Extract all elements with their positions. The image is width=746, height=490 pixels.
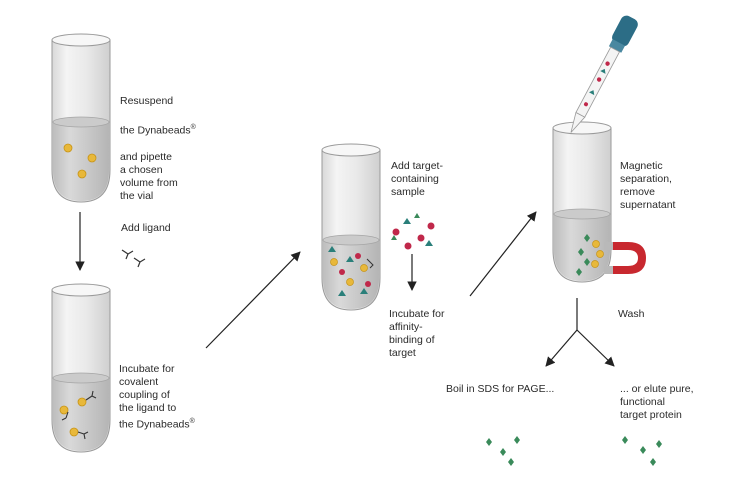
label-incubate-covalent-text: Incubate for covalent coupling of the li… bbox=[119, 363, 190, 431]
horseshoe-magnet-icon bbox=[604, 242, 646, 274]
ligand-icon bbox=[121, 249, 146, 268]
label-incubate-affinity: Incubate for affinity- binding of target bbox=[389, 308, 445, 359]
target-molecule-icon bbox=[391, 213, 435, 250]
label-add-target: Add target- containing sample bbox=[391, 160, 443, 198]
tube-magnetic-separation bbox=[552, 121, 612, 283]
label-wash: Wash bbox=[618, 308, 645, 320]
captured-target-icon bbox=[576, 234, 604, 276]
tube-resuspend bbox=[51, 33, 111, 203]
purified-protein-icon-right bbox=[622, 436, 662, 466]
label-boil-sds: Boil in SDS for PAGE... bbox=[446, 383, 555, 395]
purified-protein-icon-left bbox=[486, 436, 520, 466]
label-resuspend: Resuspend the Dynabeads® and pipette a c… bbox=[120, 82, 196, 203]
label-add-ligand: Add ligand bbox=[121, 222, 171, 234]
sample-mixture-icon bbox=[328, 246, 374, 296]
label-resuspend-rest: and pipette a chosen volume from the via… bbox=[120, 150, 178, 202]
wash-split-arrows bbox=[545, 298, 615, 367]
arrow-diagonal-2 bbox=[469, 211, 537, 297]
pipette-icon bbox=[570, 15, 638, 133]
label-resuspend-line1: Resuspend bbox=[120, 95, 174, 107]
tube-add-target bbox=[321, 143, 381, 311]
coupled-bead-icon bbox=[59, 390, 97, 440]
label-magnetic-separation: Magnetic separation, remove supernatant bbox=[620, 160, 676, 211]
tube-covalent-coupling bbox=[51, 283, 111, 453]
label-elute: ... or elute pure, functional target pro… bbox=[620, 383, 694, 421]
label-resuspend-line2: the Dynabeads bbox=[120, 124, 191, 137]
arrow-diagonal-1 bbox=[205, 251, 301, 349]
registered-mark: ® bbox=[189, 418, 195, 425]
label-incubate-covalent: Incubate for covalent coupling of the li… bbox=[119, 350, 195, 432]
registered-mark: ® bbox=[190, 124, 196, 131]
dynabead-icon bbox=[63, 143, 97, 179]
